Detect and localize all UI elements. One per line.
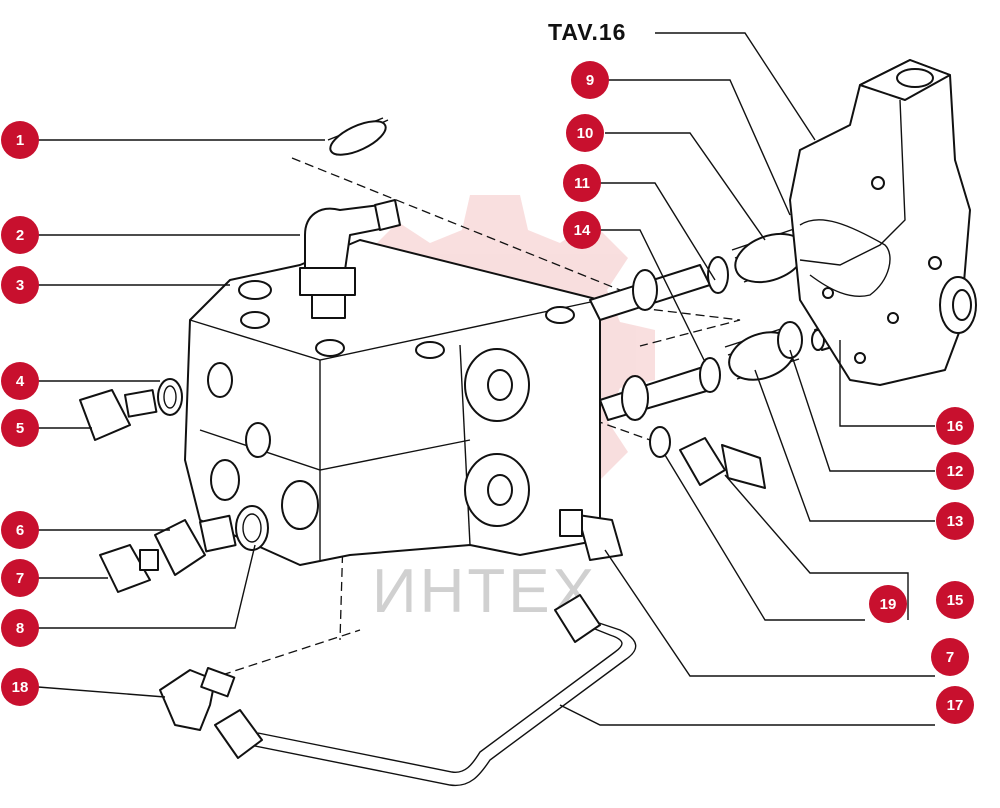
spring-lower bbox=[724, 321, 803, 381]
leader-lines bbox=[37, 79, 935, 726]
callout: 18 bbox=[1, 668, 39, 706]
svg-text:17: 17 bbox=[947, 697, 964, 714]
cover-plate bbox=[789, 59, 977, 386]
straight-fitting bbox=[679, 437, 766, 489]
callout: 8 bbox=[1, 609, 39, 647]
callout: 14 bbox=[563, 211, 601, 249]
svg-text:1: 1 bbox=[16, 132, 24, 149]
svg-text:14: 14 bbox=[574, 222, 591, 239]
svg-text:13: 13 bbox=[947, 513, 964, 530]
plug-left bbox=[79, 378, 183, 441]
spring-top bbox=[327, 117, 389, 156]
callout: 9 bbox=[571, 61, 609, 99]
svg-text:6: 6 bbox=[16, 522, 24, 539]
reference-label: TAV.16 bbox=[548, 19, 626, 45]
callout: 12 bbox=[936, 452, 974, 490]
plug-right bbox=[559, 426, 671, 561]
callout: 7 bbox=[931, 638, 969, 676]
svg-text:9: 9 bbox=[586, 72, 594, 89]
spool-lower bbox=[599, 357, 721, 421]
svg-text:2: 2 bbox=[16, 227, 24, 244]
svg-text:3: 3 bbox=[16, 277, 24, 294]
callout: 7 bbox=[1, 559, 39, 597]
svg-text:16: 16 bbox=[947, 418, 964, 435]
svg-text:10: 10 bbox=[577, 125, 594, 142]
callout: 16 bbox=[936, 407, 974, 445]
svg-text:7: 7 bbox=[16, 570, 24, 587]
callout: 6 bbox=[1, 511, 39, 549]
svg-text:15: 15 bbox=[947, 592, 964, 609]
svg-text:8: 8 bbox=[16, 620, 24, 637]
valve-body bbox=[184, 239, 601, 566]
callout: 13 bbox=[936, 502, 974, 540]
callout: 1 bbox=[1, 121, 39, 159]
svg-text:7: 7 bbox=[946, 649, 954, 666]
svg-text:18: 18 bbox=[12, 679, 29, 696]
svg-text:4: 4 bbox=[16, 373, 25, 390]
svg-text:11: 11 bbox=[574, 175, 590, 192]
callout: 17 bbox=[936, 686, 974, 724]
callout: 11 bbox=[563, 164, 601, 202]
callout: 4 bbox=[1, 362, 39, 400]
callout: 15 bbox=[936, 581, 974, 619]
svg-text:12: 12 bbox=[947, 463, 964, 480]
callout: 19 bbox=[869, 585, 907, 623]
callout: 3 bbox=[1, 266, 39, 304]
callout: 10 bbox=[566, 114, 604, 152]
bent-tube bbox=[214, 594, 637, 787]
union-left bbox=[99, 505, 269, 593]
reference-leader-line bbox=[655, 32, 816, 141]
svg-text:19: 19 bbox=[880, 596, 897, 613]
elbow-fitting bbox=[299, 199, 401, 319]
callout: 2 bbox=[1, 216, 39, 254]
elbow-bottom bbox=[159, 667, 236, 731]
svg-text:5: 5 bbox=[16, 420, 24, 437]
callout: 5 bbox=[1, 409, 39, 447]
